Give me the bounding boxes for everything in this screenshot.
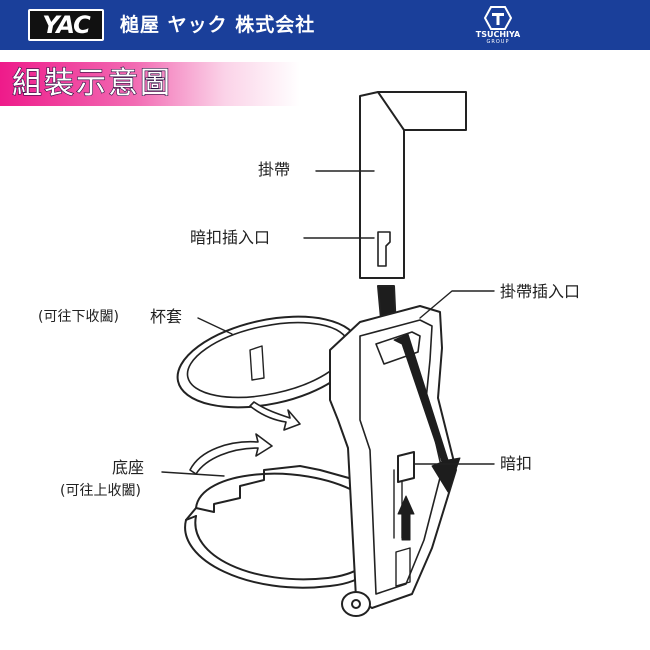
base-ring [184, 465, 367, 589]
company-name: 槌屋 ヤック 株式会社 [120, 14, 316, 36]
label-strap-slot: 掛帶插入口 [500, 282, 581, 301]
hidden-clip [397, 451, 415, 483]
assembly-diagram: 掛帶 暗扣插入口 掛帶插入口 (可往下收闔) 杯套 底座 (可往上收闔) 暗扣 [0, 50, 650, 650]
label-base-note: (可往上收闔) [60, 483, 141, 499]
up-arrow-icon [397, 495, 415, 541]
insert-arrow-icon [393, 333, 461, 493]
header-bar: YAC 槌屋 ヤック 株式会社 TSUCHIYA GROUP [0, 0, 650, 50]
label-hidden-clip: 暗扣 [500, 454, 533, 473]
cup-ring [176, 315, 360, 409]
bracket-body [329, 305, 457, 617]
label-cup-ring: 杯套 [150, 307, 183, 326]
label-strap: 掛帶 [258, 160, 291, 179]
yac-logo: YAC [28, 9, 104, 41]
tsuchiya-name: TSUCHIYA [475, 30, 521, 39]
strap-hanger [359, 91, 467, 279]
page-title: 組裝示意圖 [11, 65, 172, 101]
label-clip-slot: 暗扣插入口 [190, 228, 271, 247]
tsuchiya-group-logo: TSUCHIYA GROUP [462, 6, 534, 46]
title-band [0, 62, 300, 106]
fold-down-arrow-icon [249, 401, 301, 431]
label-base: 底座 [112, 458, 145, 477]
tsuchiya-emblem-icon [484, 6, 512, 30]
leader-lines [161, 170, 495, 477]
fold-up-arrow-icon [189, 433, 273, 475]
label-cup-ring-note: (可往下收闔) [38, 309, 119, 325]
tsuchiya-group-label: GROUP [486, 39, 510, 45]
assembly-illustration [161, 91, 495, 617]
